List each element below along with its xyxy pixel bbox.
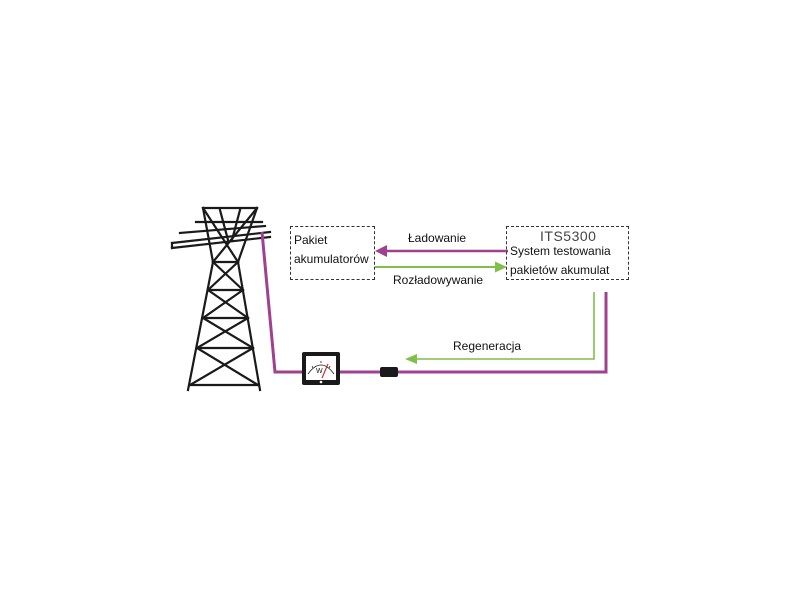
regeneration-label: Regeneracja xyxy=(453,339,522,353)
plug-connector-icon xyxy=(380,367,398,377)
charging-label: Ładowanie xyxy=(408,231,467,245)
tester-model-label: ITS5300 xyxy=(540,228,597,244)
tester-box xyxy=(506,226,629,280)
regeneration-line xyxy=(415,292,595,360)
charging-arrow-icon xyxy=(375,245,387,257)
grid-power-line xyxy=(260,231,302,374)
tester-label-line2: pakietów akumulat xyxy=(510,263,610,277)
battery-pack-label-line1: Pakiet xyxy=(294,233,328,247)
tester-label-line1: System testowania xyxy=(510,244,611,258)
meter-unit-label: W xyxy=(316,368,323,375)
regeneration-arrow-icon xyxy=(405,354,417,364)
grid-power-line-return xyxy=(398,292,608,374)
battery-pack-box xyxy=(290,226,375,280)
discharging-label: Rozładowywanie xyxy=(393,273,484,287)
discharging-arrow-icon xyxy=(495,261,507,273)
transmission-tower-icon xyxy=(170,206,272,392)
battery-pack-label-line2: akumulatorów xyxy=(294,252,369,266)
power-meter-icon: W xyxy=(302,352,340,385)
